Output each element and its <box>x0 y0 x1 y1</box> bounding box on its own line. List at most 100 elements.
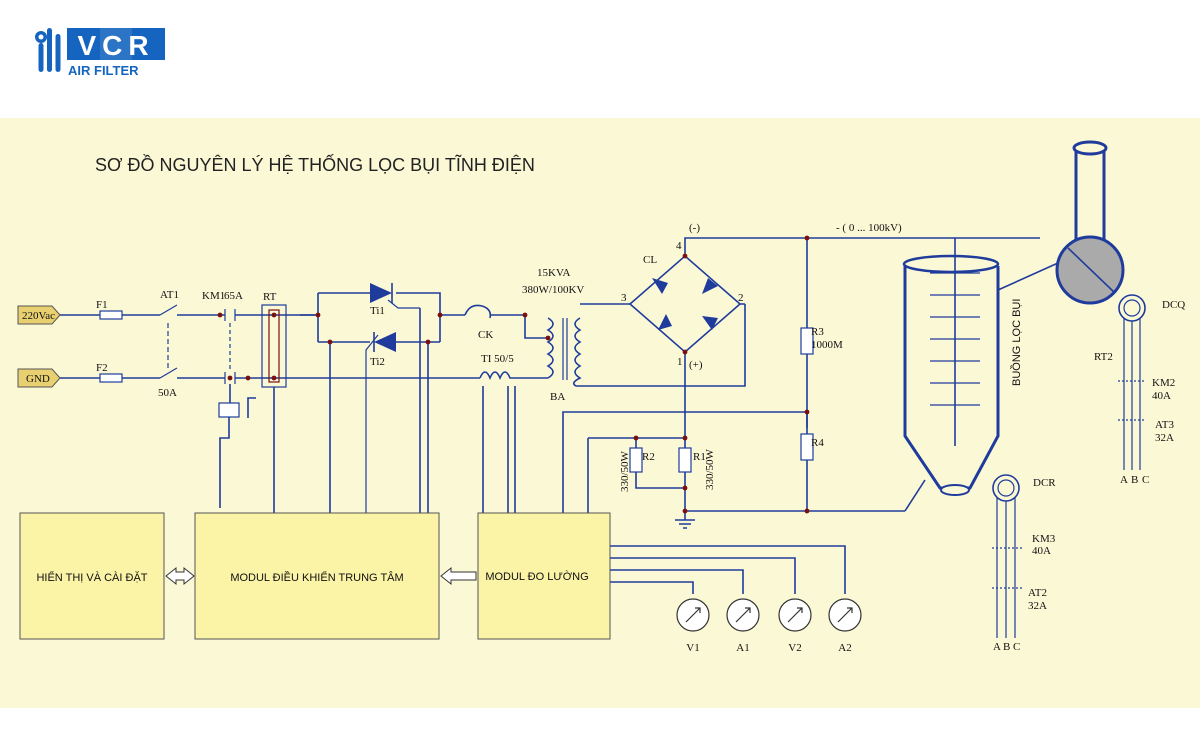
meter-label-v2: V2 <box>788 642 801 654</box>
label-at1: AT1 <box>160 289 179 301</box>
label-rt: RT <box>263 291 277 303</box>
label-f2: F2 <box>96 362 108 374</box>
rectifier-bridge <box>628 237 1040 438</box>
module-measure: MODUL ĐO LƯỜNG <box>477 512 611 640</box>
svg-text:HIỂN THỊ VÀ CÀI ĐẶT: HIỂN THỊ VÀ CÀI ĐẶT <box>36 571 147 584</box>
label-at1-rating: 50A <box>158 387 177 399</box>
svg-text:220Vac: 220Vac <box>22 310 55 322</box>
label-dcq: DCQ <box>1162 299 1185 311</box>
label-km1: KM1 <box>202 290 225 302</box>
junction-dot <box>804 508 810 514</box>
motor-dcr-branch <box>992 474 1022 638</box>
junction-dot <box>682 508 688 514</box>
label-ti1: Ti1 <box>370 305 385 317</box>
junction-dot <box>682 435 688 441</box>
meter-group: V1 A1 V2 A2 <box>676 598 862 654</box>
label-chamber: BUỒNG LỌC BỤI <box>1010 299 1023 386</box>
meter-feed-wires <box>610 545 846 594</box>
label-pos-terminal: (+) <box>689 359 703 371</box>
junction-dot <box>804 409 810 415</box>
dust-chamber <box>902 238 1059 496</box>
resistor-r4 <box>800 412 814 511</box>
meter-a2: A2 <box>828 598 862 654</box>
label-km1-rating: 65A <box>224 290 243 302</box>
resistor-r3 <box>800 238 814 428</box>
thyristor-block <box>300 283 465 513</box>
label-km3: KM3 <box>1032 533 1056 545</box>
fuse-f1 <box>99 310 123 320</box>
meter-label-v1: V1 <box>686 642 699 654</box>
label-node1: 1 <box>677 356 683 368</box>
label-dcr: DCR <box>1033 477 1056 489</box>
junction-dot <box>271 312 277 318</box>
label-at2: AT2 <box>1028 587 1047 599</box>
current-transformer <box>479 371 548 513</box>
label-transformer-ratio: 380W/100KV <box>522 284 584 296</box>
label-dcr-phase-a: A <box>993 641 1001 653</box>
svg-text:MODUL ĐO LƯỜNG: MODUL ĐO LƯỜNG <box>485 570 588 583</box>
junction-dot <box>437 312 443 318</box>
label-km3-rating: 40A <box>1032 545 1051 557</box>
label-transformer-power: 15KVA <box>537 267 570 279</box>
junction-dot <box>327 339 333 345</box>
label-km2-rating: 40A <box>1152 390 1171 402</box>
label-node3: 3 <box>621 292 627 304</box>
label-transformer: BA <box>550 391 565 403</box>
label-r3: R3 <box>811 326 824 338</box>
thermal-relay-rt <box>247 304 287 513</box>
label-r2: R2 <box>642 451 655 463</box>
exhaust-fan <box>1055 140 1125 305</box>
meter-v2: V2 <box>778 598 812 654</box>
label-node2: 2 <box>738 292 744 304</box>
module-display: HIỂN THỊ VÀ CÀI ĐẶT <box>19 512 165 640</box>
junction-dot <box>227 375 233 381</box>
label-dcq-phase-c: C <box>1142 474 1149 486</box>
logo-brand: VCR <box>77 30 154 61</box>
junction-dot <box>425 339 431 345</box>
junction-dot <box>682 485 688 491</box>
meter-label-a2: A2 <box>838 642 851 654</box>
module-control: MODUL ĐIỀU KHIỂN TRUNG TÂM <box>194 512 440 640</box>
meter-v1: V1 <box>676 598 710 654</box>
breaker-at1 <box>159 304 178 379</box>
label-dcr-phase-b: B <box>1003 641 1010 653</box>
label-at3-rating: 32A <box>1155 432 1174 444</box>
motor-dcq-branch <box>1118 294 1146 470</box>
label-dcr-phase-c: C <box>1013 641 1020 653</box>
label-r2-value: 330/50W <box>619 450 631 492</box>
junction-dot <box>245 375 251 381</box>
meter-label-a1: A1 <box>736 642 749 654</box>
junction-dot <box>682 253 688 259</box>
chamber-ground-wire <box>904 479 926 512</box>
hv-transformer <box>546 303 746 387</box>
logo-subtitle: AIR FILTER <box>68 63 139 78</box>
junction-dot <box>804 235 810 241</box>
junction-dot <box>545 335 551 341</box>
label-r1: R1 <box>693 451 706 463</box>
junction-dot <box>271 375 277 381</box>
label-rt2: RT2 <box>1094 351 1113 363</box>
input-gnd: GND <box>17 368 61 388</box>
label-node4: 4 <box>676 240 682 252</box>
label-dcq-phase-b: B <box>1131 474 1138 486</box>
label-ti-ct: TI 50/5 <box>481 353 514 365</box>
label-bridge: CL <box>643 254 657 266</box>
junction-dot <box>682 349 688 355</box>
label-ck: CK <box>478 329 493 341</box>
meter-a1: A1 <box>726 598 760 654</box>
choke-ck <box>464 304 548 339</box>
svg-text:MODUL ĐIỀU KHIỂN TRUNG TÂM: MODUL ĐIỀU KHIỂN TRUNG TÂM <box>230 571 403 584</box>
divider-tap <box>562 411 807 513</box>
vcr-logo: VCR AIR FILTER <box>35 28 165 78</box>
junction-dots <box>217 235 810 514</box>
label-km2: KM2 <box>1152 377 1175 389</box>
fuse-f2 <box>99 373 123 383</box>
label-r1-value: 330/50W <box>704 448 716 490</box>
logo-pin-icon <box>35 28 61 72</box>
label-at2-rating: 32A <box>1028 600 1047 612</box>
svg-text:GND: GND <box>26 373 50 385</box>
junction-dot <box>217 312 223 318</box>
junction-dot <box>522 312 528 318</box>
label-at3: AT3 <box>1155 419 1174 431</box>
label-r3-value: 1000M <box>811 339 843 351</box>
